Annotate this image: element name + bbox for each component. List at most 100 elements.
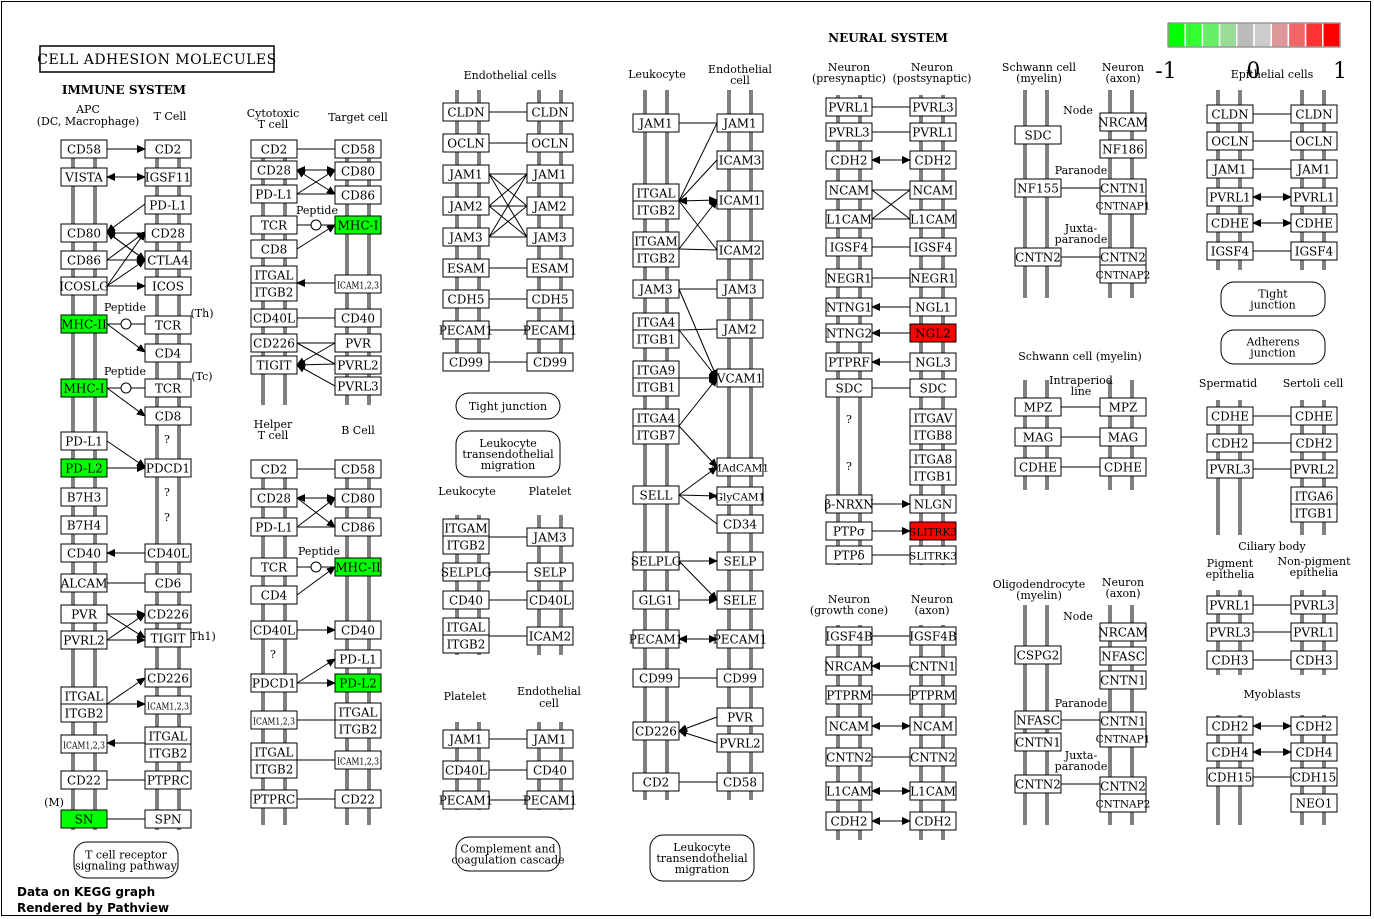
- gene-node-itgam[interactable]: ITGAM: [632, 231, 680, 251]
- gene-node-cntn2[interactable]: CNTN2: [909, 747, 957, 767]
- gene-node-pecam1[interactable]: PECAM1: [523, 320, 578, 340]
- gene-node-itgb1[interactable]: ITGB1: [909, 466, 957, 486]
- gene-node-jam2[interactable]: JAM2: [442, 196, 490, 216]
- gene-node-ncam[interactable]: NCAM: [909, 180, 957, 200]
- gene-node-sdc[interactable]: SDC: [1014, 125, 1062, 145]
- gene-node-glycam1[interactable]: GlyCAM1: [715, 486, 766, 506]
- gene-node-cd99[interactable]: CD99: [632, 668, 680, 688]
- gene-node-icam1-2-3[interactable]: ICAM1,2,3: [334, 750, 382, 770]
- gene-node-l1cam[interactable]: L1CAM: [825, 209, 873, 229]
- gene-node-cdh3[interactable]: CDH3: [1206, 650, 1254, 670]
- gene-node-ptp[interactable]: PTPσ: [825, 521, 873, 541]
- gene-node-itgal[interactable]: ITGAL: [334, 702, 382, 722]
- gene-node-jam3[interactable]: JAM3: [526, 227, 574, 247]
- gene-node-cntn2[interactable]: CNTN2: [1099, 247, 1147, 267]
- gene-node-cd40l[interactable]: CD40L: [442, 760, 490, 780]
- gene-node-icoslg[interactable]: ICOSLG: [59, 276, 109, 296]
- gene-node-pdcd1[interactable]: PDCD1: [144, 458, 192, 478]
- gene-node-igsf4[interactable]: IGSF4: [1206, 241, 1254, 261]
- gene-node-itgb8[interactable]: ITGB8: [909, 425, 957, 445]
- gene-node-cdh2[interactable]: CDH2: [825, 811, 873, 831]
- gene-node-cd58[interactable]: CD58: [334, 139, 382, 159]
- gene-node-jam1[interactable]: JAM1: [526, 164, 574, 184]
- gene-node-cd86[interactable]: CD86: [334, 185, 382, 205]
- gene-node-cdh2[interactable]: CDH2: [1206, 716, 1254, 736]
- gene-node-cntnap1[interactable]: CNTNAP1: [1096, 195, 1151, 215]
- gene-node-cd2[interactable]: CD2: [144, 139, 192, 159]
- gene-node-pvrl3[interactable]: PVRL3: [1206, 459, 1254, 479]
- gene-node-cd40[interactable]: CD40: [442, 590, 490, 610]
- gene-node-cd80[interactable]: CD80: [334, 161, 382, 181]
- gene-node-selp[interactable]: SELP: [526, 562, 574, 582]
- gene-node-ntng1[interactable]: NTNG1: [825, 297, 873, 317]
- gene-node-mag[interactable]: MAG: [1099, 427, 1147, 447]
- gene-node-cdhe[interactable]: CDHE: [1290, 406, 1338, 426]
- gene-node-tcr[interactable]: TCR: [144, 315, 192, 335]
- gene-node-jam1[interactable]: JAM1: [442, 164, 490, 184]
- gene-node-cdhe[interactable]: CDHE: [1014, 457, 1062, 477]
- gene-node-selplg[interactable]: SELPLG: [441, 562, 492, 582]
- gene-node-ngl3[interactable]: NGL3: [909, 352, 957, 372]
- gene-node-nfasc[interactable]: NFASC: [1014, 710, 1062, 730]
- gene-node-ngl1[interactable]: NGL1: [909, 297, 957, 317]
- gene-node-cdhe[interactable]: CDHE: [1290, 213, 1338, 233]
- gene-node-igsf4b[interactable]: IGSF4B: [909, 626, 957, 646]
- gene-node-ocln[interactable]: OCLN: [1206, 131, 1254, 151]
- gene-node-cldn[interactable]: CLDN: [1206, 104, 1254, 124]
- gene-node-cd226[interactable]: CD226: [144, 604, 192, 624]
- gene-node-jam1[interactable]: JAM1: [1290, 159, 1338, 179]
- gene-node-cd2[interactable]: CD2: [632, 772, 680, 792]
- gene-node-ctla4[interactable]: CTLA4: [144, 250, 192, 270]
- gene-node-sell[interactable]: SELL: [632, 485, 680, 505]
- gene-node-cntnap2[interactable]: CNTNAP2: [1096, 264, 1151, 284]
- gene-node-ntng2[interactable]: NTNG2: [825, 323, 873, 343]
- gene-node-cd226[interactable]: CD226: [144, 668, 192, 688]
- gene-node-ptprc[interactable]: PTPRC: [250, 789, 298, 809]
- gene-node-mhc-ii[interactable]: MHC-II: [60, 314, 108, 334]
- gene-node-pdcd1[interactable]: PDCD1: [250, 673, 298, 693]
- gene-node-cd40[interactable]: CD40: [334, 308, 382, 328]
- gene-node-itgal[interactable]: ITGAL: [442, 617, 490, 637]
- gene-node-l1cam[interactable]: L1CAM: [825, 781, 873, 801]
- gene-node-tcr[interactable]: TCR: [144, 378, 192, 398]
- gene-node-itgb2[interactable]: ITGB2: [632, 200, 680, 220]
- gene-node-ptprc[interactable]: PTPRC: [144, 770, 192, 790]
- gene-node-negr1[interactable]: NEGR1: [909, 268, 957, 288]
- gene-node-mpz[interactable]: MPZ: [1014, 397, 1062, 417]
- gene-node-jam2[interactable]: JAM2: [526, 196, 574, 216]
- gene-node-cd6[interactable]: CD6: [144, 573, 192, 593]
- gene-node-ocln[interactable]: OCLN: [526, 133, 574, 153]
- gene-node-cd40l[interactable]: CD40L: [144, 543, 192, 563]
- gene-node-b7h3[interactable]: B7H3: [60, 487, 108, 507]
- gene-node-pvrl1[interactable]: PVRL1: [825, 97, 873, 117]
- gene-node-itgb1[interactable]: ITGB1: [1290, 503, 1338, 523]
- gene-node-itgb1[interactable]: ITGB1: [632, 377, 680, 397]
- gene-node-glg1[interactable]: GLG1: [632, 590, 680, 610]
- gene-node-spn[interactable]: SPN: [144, 809, 192, 829]
- gene-node-ocln[interactable]: OCLN: [1290, 131, 1338, 151]
- gene-node-cd8[interactable]: CD8: [250, 239, 298, 259]
- gene-node-jam3[interactable]: JAM3: [526, 527, 574, 547]
- gene-node-cd58[interactable]: CD58: [334, 459, 382, 479]
- gene-node-l1cam[interactable]: L1CAM: [909, 209, 957, 229]
- gene-node-cdhe[interactable]: CDHE: [1099, 457, 1147, 477]
- gene-node-cntn2[interactable]: CNTN2: [1099, 776, 1147, 796]
- gene-node-jam1[interactable]: JAM1: [526, 729, 574, 749]
- gene-node-igsf4[interactable]: IGSF4: [909, 237, 957, 257]
- gene-node-nf155[interactable]: NF155: [1014, 178, 1062, 198]
- gene-node-cd226[interactable]: CD226: [632, 721, 680, 741]
- gene-node-pvrl3[interactable]: PVRL3: [909, 97, 957, 117]
- gene-node-icam1-2-3[interactable]: ICAM1,2,3: [60, 734, 108, 754]
- gene-node-cd4[interactable]: CD4: [250, 585, 298, 605]
- gene-node-pvr[interactable]: PVR: [60, 604, 108, 624]
- gene-node-nrcam[interactable]: NRCAM: [824, 656, 874, 676]
- gene-node-madcam1[interactable]: MAdCAM1: [711, 457, 769, 477]
- gene-node-pvrl3[interactable]: PVRL3: [825, 122, 873, 142]
- gene-node-ngl2[interactable]: NGL2: [909, 323, 957, 343]
- gene-node-pecam1[interactable]: PECAM1: [713, 629, 768, 649]
- gene-node-itgb2[interactable]: ITGB2: [60, 703, 108, 723]
- gene-node-cd58[interactable]: CD58: [60, 139, 108, 159]
- gene-node-cntn1[interactable]: CNTN1: [1014, 732, 1062, 752]
